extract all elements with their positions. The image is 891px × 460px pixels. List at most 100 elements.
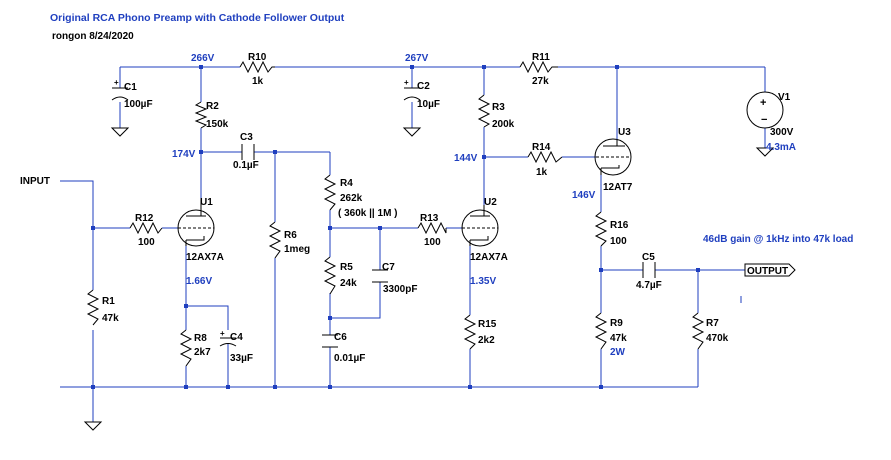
svg-text:C3: C3 <box>240 132 253 143</box>
svg-text:+: + <box>404 78 409 87</box>
input-port-label: INPUT <box>20 176 50 187</box>
svg-text:12AX7A: 12AX7A <box>186 252 224 263</box>
svg-text:R6: R6 <box>284 230 297 241</box>
svg-text:U3: U3 <box>618 127 631 138</box>
svg-text:C4: C4 <box>230 332 243 343</box>
svg-text:R9: R9 <box>610 318 623 329</box>
svg-text:2k7: 2k7 <box>194 347 211 358</box>
svg-text:47k: 47k <box>610 333 627 344</box>
svg-text:100: 100 <box>138 237 155 248</box>
svg-text:100: 100 <box>610 236 627 247</box>
node-voltage-labels: 266V 267V 174V 144V 146V 1.66V 1.35V <box>172 53 596 287</box>
svg-text:C1: C1 <box>124 82 137 93</box>
svg-text:4.7µF: 4.7µF <box>636 280 662 291</box>
svg-text:27k: 27k <box>532 76 549 87</box>
resistor-R6: R6 1meg <box>268 221 310 259</box>
capacitor-C1: + C1 100µF <box>111 78 153 110</box>
resistor-R14: R14 1k <box>527 142 563 178</box>
resistor-R9: R9 47k 2W <box>594 312 627 358</box>
resistor-R13: R13 100 <box>417 213 447 248</box>
svg-text:0.1µF: 0.1µF <box>233 160 259 171</box>
svg-text:2k2: 2k2 <box>478 335 495 346</box>
svg-text:100: 100 <box>424 237 441 248</box>
output-port: OUTPUT <box>744 263 796 277</box>
svg-text:C6: C6 <box>334 332 347 343</box>
svg-text:V1: V1 <box>778 92 791 103</box>
resistor-R5: R5 24k <box>323 256 357 295</box>
capacitor-C7: C7 3300pF <box>372 262 417 295</box>
svg-text:1meg: 1meg <box>284 244 310 255</box>
svg-text:R7: R7 <box>706 318 719 329</box>
svg-text:−: − <box>761 114 767 126</box>
tube-U3: U3 12AT7 <box>594 127 633 193</box>
ground-symbols <box>83 127 775 431</box>
tube-U2: U2 12AX7A <box>461 197 508 263</box>
svg-text:100µF: 100µF <box>124 99 153 110</box>
svg-text:+: + <box>114 78 119 87</box>
node-voltage-266: 266V <box>191 53 215 64</box>
svg-text:150k: 150k <box>206 119 229 130</box>
svg-text:200k: 200k <box>492 119 515 130</box>
svg-text:R10: R10 <box>248 52 267 63</box>
svg-text:U2: U2 <box>484 197 497 208</box>
svg-text:3300pF: 3300pF <box>383 284 417 295</box>
svg-text:262k: 262k <box>340 193 363 204</box>
svg-text:R16: R16 <box>610 220 629 231</box>
svg-text:4.3mA: 4.3mA <box>766 142 796 153</box>
capacitor-C5: C5 4.7µF <box>636 252 662 291</box>
svg-text:2W: 2W <box>610 347 626 358</box>
capacitor-C6: C6 0.01µF <box>322 332 365 364</box>
node-voltage-144: 144V <box>454 153 478 164</box>
svg-text:R14: R14 <box>532 142 551 153</box>
svg-text:R15: R15 <box>478 319 497 330</box>
junction-dots <box>91 65 700 389</box>
svg-text:300V: 300V <box>770 127 794 138</box>
svg-text:R1: R1 <box>102 296 115 307</box>
capacitor-C4: + C4 33µF <box>219 329 253 364</box>
capacitor-C3: C3 0.1µF <box>233 132 259 171</box>
resistor-R1: R1 47k <box>86 289 119 326</box>
node-voltage-166: 1.66V <box>186 276 212 287</box>
svg-text:R13: R13 <box>420 213 439 224</box>
voltage-source-V1: + − V1 300V 4.3mA <box>746 91 796 153</box>
svg-text:12AX7A: 12AX7A <box>470 252 508 263</box>
svg-text:10µF: 10µF <box>417 99 440 110</box>
author-date: rongon 8/24/2020 <box>52 31 134 42</box>
svg-text:470k: 470k <box>706 333 729 344</box>
schematic-title: Original RCA Phono Preamp with Cathode F… <box>50 12 345 24</box>
svg-text:1k: 1k <box>252 76 264 87</box>
node-voltage-146: 146V <box>572 190 596 201</box>
resistor-R2: R2 150k <box>194 101 229 130</box>
resistor-R3: R3 200k <box>477 94 515 130</box>
resistor-R8: R8 2k7 <box>179 329 211 367</box>
svg-text:24k: 24k <box>340 278 357 289</box>
svg-text:C2: C2 <box>417 81 430 92</box>
svg-text:33µF: 33µF <box>230 353 253 364</box>
resistor-R15: R15 2k2 <box>463 314 497 350</box>
svg-text:12AT7: 12AT7 <box>603 182 633 193</box>
svg-text:0.01µF: 0.01µF <box>334 353 365 364</box>
resistor-R4: R4 262k ( 360k || 1M ) <box>323 174 398 219</box>
node-voltage-267: 267V <box>405 53 429 64</box>
svg-text:47k: 47k <box>102 313 119 324</box>
resistor-R12: R12 100 <box>129 213 163 248</box>
svg-text:C5: C5 <box>642 252 655 263</box>
svg-text:R3: R3 <box>492 102 505 113</box>
svg-text:R4: R4 <box>340 178 353 189</box>
resistor-R10: R10 1k <box>239 52 275 87</box>
tube-U1: U1 12AX7A <box>177 197 224 263</box>
svg-text:R2: R2 <box>206 101 219 112</box>
node-voltage-135: 1.35V <box>470 276 496 287</box>
wires <box>60 66 766 422</box>
resistor-R16: R16 100 <box>594 211 629 247</box>
svg-text:R5: R5 <box>340 262 353 273</box>
gain-annotation: 46dB gain @ 1kHz into 47k load <box>703 234 853 245</box>
svg-text:( 360k || 1M ): ( 360k || 1M ) <box>338 208 398 219</box>
resistor-R11: R11 27k <box>519 52 558 87</box>
svg-text:C7: C7 <box>382 262 395 273</box>
svg-text:R12: R12 <box>135 213 154 224</box>
resistor-R7: R7 470k <box>691 312 729 350</box>
svg-text:1k: 1k <box>536 167 548 178</box>
